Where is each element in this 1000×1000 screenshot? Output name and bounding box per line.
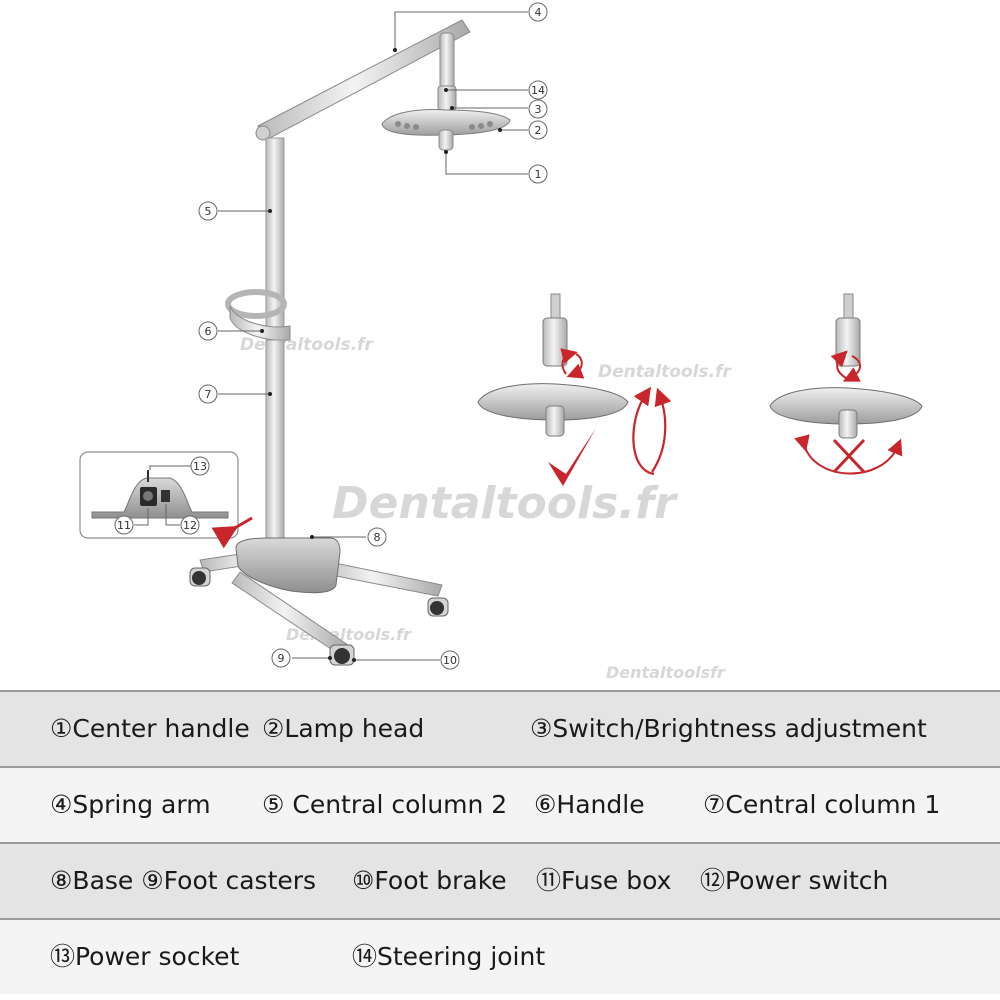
legend-base-casters: ⑧Base ⑨Foot casters — [50, 844, 316, 918]
lamp-head — [381, 109, 511, 136]
legend-switch-brightness: ③Switch/Brightness adjustment — [530, 714, 927, 743]
callout-12: 12 — [180, 515, 200, 535]
legend-foot-casters: ⑨Foot casters — [141, 866, 317, 895]
svg-text:9: 9 — [278, 652, 285, 665]
watermark-small-2: Dentaltools.fr — [598, 362, 732, 382]
checkmark-icon — [548, 428, 596, 486]
svg-text:1: 1 — [535, 168, 542, 181]
svg-text:7: 7 — [205, 388, 212, 401]
legend-foot-brake: ⑩Foot brake — [352, 866, 507, 895]
callout-5: 5 — [198, 201, 218, 221]
lamp-diagram: Dentaltools.fr Dentaltools.fr Dentaltool… — [79, 2, 923, 682]
callout-9: 9 — [271, 648, 291, 668]
watermark-small-4: Dentaltoolsfr — [606, 663, 726, 682]
steering-joint — [437, 32, 457, 111]
callout-leaders — [134, 11, 528, 661]
watermark-large: Dentaltools.fr — [332, 478, 678, 529]
svg-text:8: 8 — [374, 531, 381, 544]
callout-dots — [260, 48, 502, 662]
legend-power-socket: ⑬Power socket — [50, 942, 240, 971]
callout-7: 7 — [198, 384, 218, 404]
svg-text:11: 11 — [117, 519, 131, 532]
legend-base: ⑧Base — [50, 866, 134, 895]
svg-text:4: 4 — [535, 6, 542, 19]
legend-lamp-head: ②Lamp head — [262, 714, 425, 743]
legend-central-column-1: ⑦Central column 1 — [703, 790, 941, 819]
callout-labels: 4 14 3 2 1 5 6 7 8 9 10 13 11 12 — [114, 2, 548, 670]
spring-arm — [255, 19, 471, 141]
callout-3: 3 — [528, 99, 548, 119]
callout-13: 13 — [190, 456, 210, 476]
incorrect-rotation-illustration — [769, 293, 923, 475]
correct-rotation-illustration — [477, 293, 672, 486]
callout-2: 2 — [528, 120, 548, 140]
legend-row-4: ⑬Power socket ⑭Steering joint — [0, 920, 1000, 994]
legend-central-column-2: ⑤ Central column 2 — [262, 790, 508, 819]
callout-4: 4 — [528, 2, 548, 22]
svg-text:14: 14 — [531, 84, 545, 97]
legend-steering-joint: ⑭Steering joint — [352, 942, 546, 971]
legend-handle: ⑥Handle — [534, 790, 645, 819]
svg-text:5: 5 — [205, 205, 212, 218]
callout-10: 10 — [440, 650, 460, 670]
legend-spring-arm: ④Spring arm — [50, 790, 211, 819]
legend-center-handle: ①Center handle — [50, 714, 250, 743]
central-column-1 — [265, 339, 285, 541]
legend-table: ①Center handle ②Lamp head ③Switch/Bright… — [0, 690, 1000, 1000]
foot-brake — [334, 648, 350, 664]
legend-fuse-box: ⑪Fuse box — [536, 866, 672, 895]
callout-8: 8 — [367, 527, 387, 547]
svg-text:13: 13 — [193, 460, 207, 473]
handle — [225, 289, 291, 341]
callout-6: 6 — [198, 321, 218, 341]
legend-power-switch: ⑫Power switch — [700, 866, 889, 895]
center-handle — [438, 129, 454, 151]
cross-icon — [832, 438, 866, 474]
callout-1: 1 — [528, 164, 548, 184]
floor-lamp-illustration — [189, 19, 511, 666]
svg-text:3: 3 — [535, 103, 542, 116]
svg-text:12: 12 — [183, 519, 197, 532]
legend-row-1: ①Center handle ②Lamp head ③Switch/Bright… — [0, 692, 1000, 766]
power-switch — [161, 490, 170, 502]
legend-row-3: ⑧Base ⑨Foot casters ⑩Foot brake ⑪Fuse bo… — [0, 844, 1000, 918]
svg-text:6: 6 — [205, 325, 212, 338]
callout-14: 14 — [528, 80, 548, 100]
base — [235, 537, 341, 594]
svg-text:10: 10 — [443, 654, 457, 667]
callout-11: 11 — [114, 515, 134, 535]
legend-row-2: ④Spring arm ⑤ Central column 2 ⑥Handle ⑦… — [0, 768, 1000, 842]
svg-text:2: 2 — [535, 124, 542, 137]
